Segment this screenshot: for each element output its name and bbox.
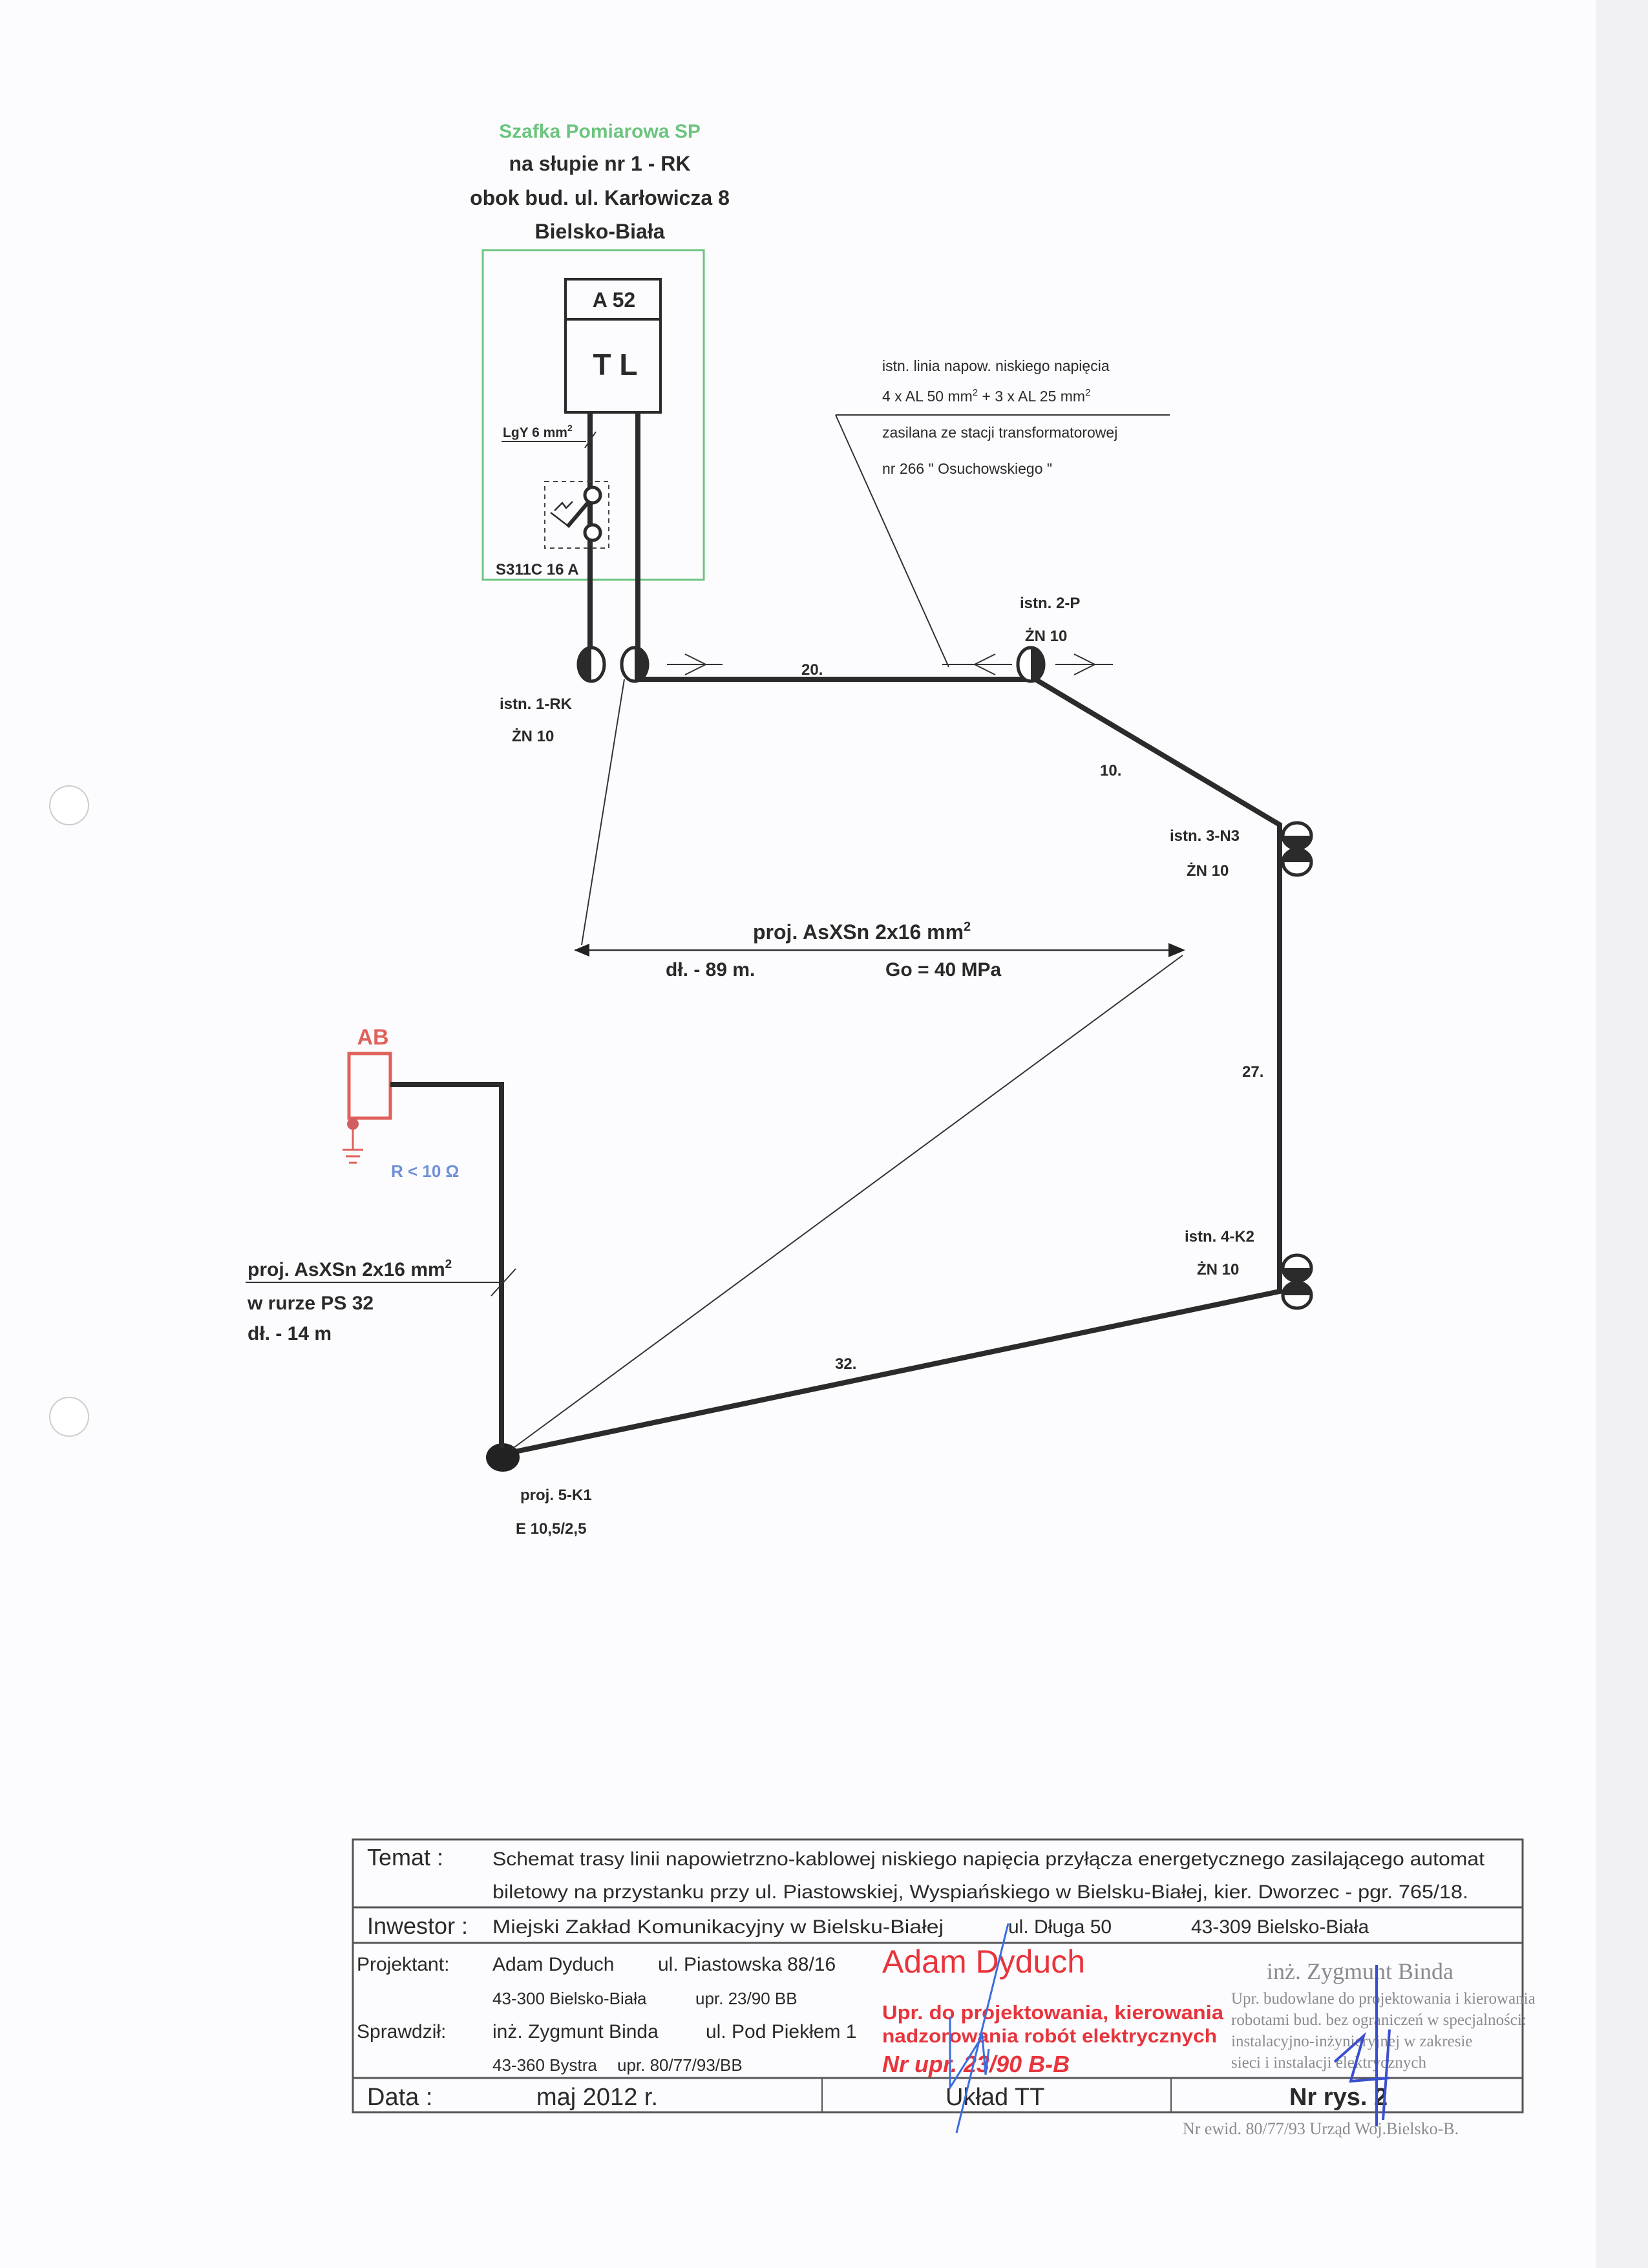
cabinet-city: Bielsko-Biała — [535, 220, 665, 243]
svg-text:Nr ewid. 80/77/93 Urząd Woj.Bi: Nr ewid. 80/77/93 Urząd Woj.Bielsko-B. — [1183, 2119, 1459, 2138]
pole-5-symbol — [486, 1443, 520, 1472]
inwestor-name: Miejski Zakład Komunikacyjny w Bielsku-B… — [492, 1916, 944, 1938]
projected-line-tension: Go = 40 MPa — [885, 959, 1002, 980]
pole-4-type: ŻN 10 — [1197, 1261, 1239, 1278]
span-label: 32. — [835, 1355, 856, 1373]
svg-text:robotami bud. bez ograniczeń w: robotami bud. bez ograniczeń w specjalno… — [1231, 2011, 1527, 2029]
sprawdzil-city: 43-360 Bystra — [492, 2055, 597, 2075]
cable-pipe-label: proj. AsXSn 2x16 mm2 — [248, 1258, 452, 1280]
pole-1-symbol — [576, 646, 650, 683]
span-label: 27. — [1242, 1063, 1263, 1081]
breaker-trip-icon — [550, 501, 573, 526]
pole-1-name: istn. 1-RK — [500, 695, 573, 713]
cable-label: LgY 6 mm2 — [503, 423, 573, 440]
meter-tariff: T L — [593, 348, 638, 381]
meter-box — [564, 278, 662, 414]
svg-text:sieci i instalacji elektryczny: sieci i instalacji elektrycznych — [1231, 2054, 1426, 2072]
title-block: Temat : Schemat trasy linii napowietrzno… — [352, 1838, 1524, 2114]
pole-3-symbol — [1281, 821, 1313, 877]
breaker-contact — [583, 523, 602, 542]
svg-text:Adam Dyduch: Adam Dyduch — [882, 1944, 1085, 1980]
cabinet-box — [481, 249, 705, 581]
designer-stamp: Adam Dyduch Upr. do projektowania, kiero… — [882, 1944, 1224, 2077]
punch-hole — [49, 1397, 89, 1437]
signature-checker — [1333, 1965, 1391, 2126]
pole-5-name: proj. 5-K1 — [520, 1487, 592, 1504]
arrow-right-icon — [667, 653, 723, 675]
arrow-left-icon — [942, 653, 1012, 675]
sprawdzil-street: ul. Pod Piekłem 1 — [706, 2021, 856, 2042]
projected-line-length: dł. - 89 m. — [666, 959, 755, 980]
punch-hole — [49, 785, 89, 825]
projected-line-label: proj. AsXSn 2x16 mm2 — [753, 920, 971, 944]
inwestor-label: Inwestor : — [367, 1913, 468, 1939]
inwestor-city: 43-309 Bielsko-Biała — [1191, 1916, 1369, 1938]
ab-label: AB — [357, 1025, 388, 1050]
pole-2-type: ŻN 10 — [1025, 628, 1067, 645]
sprawdzil-label: Sprawdził: — [357, 2021, 446, 2042]
pole-3-name: istn. 3-N3 — [1170, 827, 1240, 845]
cable-pipe-type: w rurze PS 32 — [247, 1293, 374, 1314]
svg-text:nr 266 " Osuchowskiego ": nr 266 " Osuchowskiego " — [882, 460, 1052, 477]
temat-label: Temat : — [367, 1844, 443, 1871]
uklad: Układ TT — [945, 2084, 1044, 2111]
cabinet-address: obok bud. ul. Karłowicza 8 — [470, 186, 730, 209]
breaker-contact — [583, 485, 602, 505]
svg-text:istn. linia napow. niskiego na: istn. linia napow. niskiego napięcia — [882, 357, 1110, 374]
pole-3-type: ŻN 10 — [1187, 862, 1229, 880]
ab-cable — [390, 1082, 504, 1448]
arrow-right-icon — [1055, 653, 1113, 675]
pole-4-symbol — [1281, 1253, 1313, 1310]
svg-text:zasilana ze stacji transformat: zasilana ze stacji transformatorowej — [882, 424, 1117, 441]
data-value: maj 2012 r. — [536, 2084, 658, 2111]
svg-text:4 x AL 50 mm2 + 3 x AL 25 mm2: 4 x AL 50 mm2 + 3 x AL 25 mm2 — [882, 387, 1090, 405]
temat-line-2: biletowy na przystanku przy ul. Piastows… — [492, 1881, 1468, 1903]
checker-stamp: inż. Zygmunt Binda Upr. budowlane do pro… — [1183, 1958, 1536, 2138]
pole-1-type: ŻN 10 — [512, 728, 554, 745]
projektant-city: 43-300 Bielsko-Biała — [492, 1989, 647, 2008]
pole-4-name: istn. 4-K2 — [1185, 1228, 1254, 1245]
projektant-upr: upr. 23/90 BB — [695, 1989, 798, 2008]
pole-2-name: istn. 2-P — [1020, 595, 1080, 612]
cabinet-heading: Szafka Pomiarowa SP na słupie nr 1 - RK … — [470, 121, 730, 243]
data-label: Data : — [367, 2084, 432, 2111]
temat-line-1: Schemat trasy linii napowietrzno-kablowe… — [492, 1849, 1485, 1870]
cable-pipe-length: dł. - 14 m — [248, 1323, 332, 1344]
projektant-label: Projektant: — [357, 1954, 449, 1975]
existing-line-note: istn. linia napow. niskiego napięcia 4 x… — [835, 357, 1170, 668]
overhead-line — [502, 677, 1282, 1457]
pole-2-symbol — [1016, 646, 1046, 683]
svg-text:inż. Zygmunt Binda: inż. Zygmunt Binda — [1267, 1958, 1453, 1984]
cabinet-title: Szafka Pomiarowa SP — [499, 121, 701, 142]
nr-rys: Nr rys. 2 — [1289, 2084, 1388, 2111]
svg-text:Upr. budowlane do projektowani: Upr. budowlane do projektowania i kierow… — [1231, 1990, 1536, 2008]
projektant-street: ul. Piastowska 88/16 — [658, 1954, 836, 1975]
meter-type: A 52 — [593, 288, 635, 312]
svg-text:nadzorowania robót elektryczny: nadzorowania robót elektrycznych — [882, 2026, 1217, 2047]
pole-5-type: E 10,5/2,5 — [516, 1520, 586, 1538]
signature-designer — [949, 1923, 1009, 2134]
ground-icon — [343, 1128, 363, 1164]
svg-text:Upr. do projektowania, kierowa: Upr. do projektowania, kierowania — [882, 2001, 1224, 2024]
span-label: 10. — [1100, 762, 1121, 779]
breaker-box — [544, 481, 609, 549]
projektant-name: Adam Dyduch — [492, 1954, 614, 1975]
cabinet-location: na słupie nr 1 - RK — [509, 152, 691, 175]
sprawdzil-name: inż. Zygmunt Binda — [492, 2021, 659, 2042]
breaker-label: S311C 16 A — [496, 561, 579, 578]
sprawdzil-upr: upr. 80/77/93/BB — [617, 2055, 743, 2075]
inwestor-street: ul. Długa 50 — [1008, 1916, 1112, 1938]
ground-resistance: R < 10 Ω — [391, 1161, 459, 1181]
span-label: 20. — [801, 661, 823, 679]
